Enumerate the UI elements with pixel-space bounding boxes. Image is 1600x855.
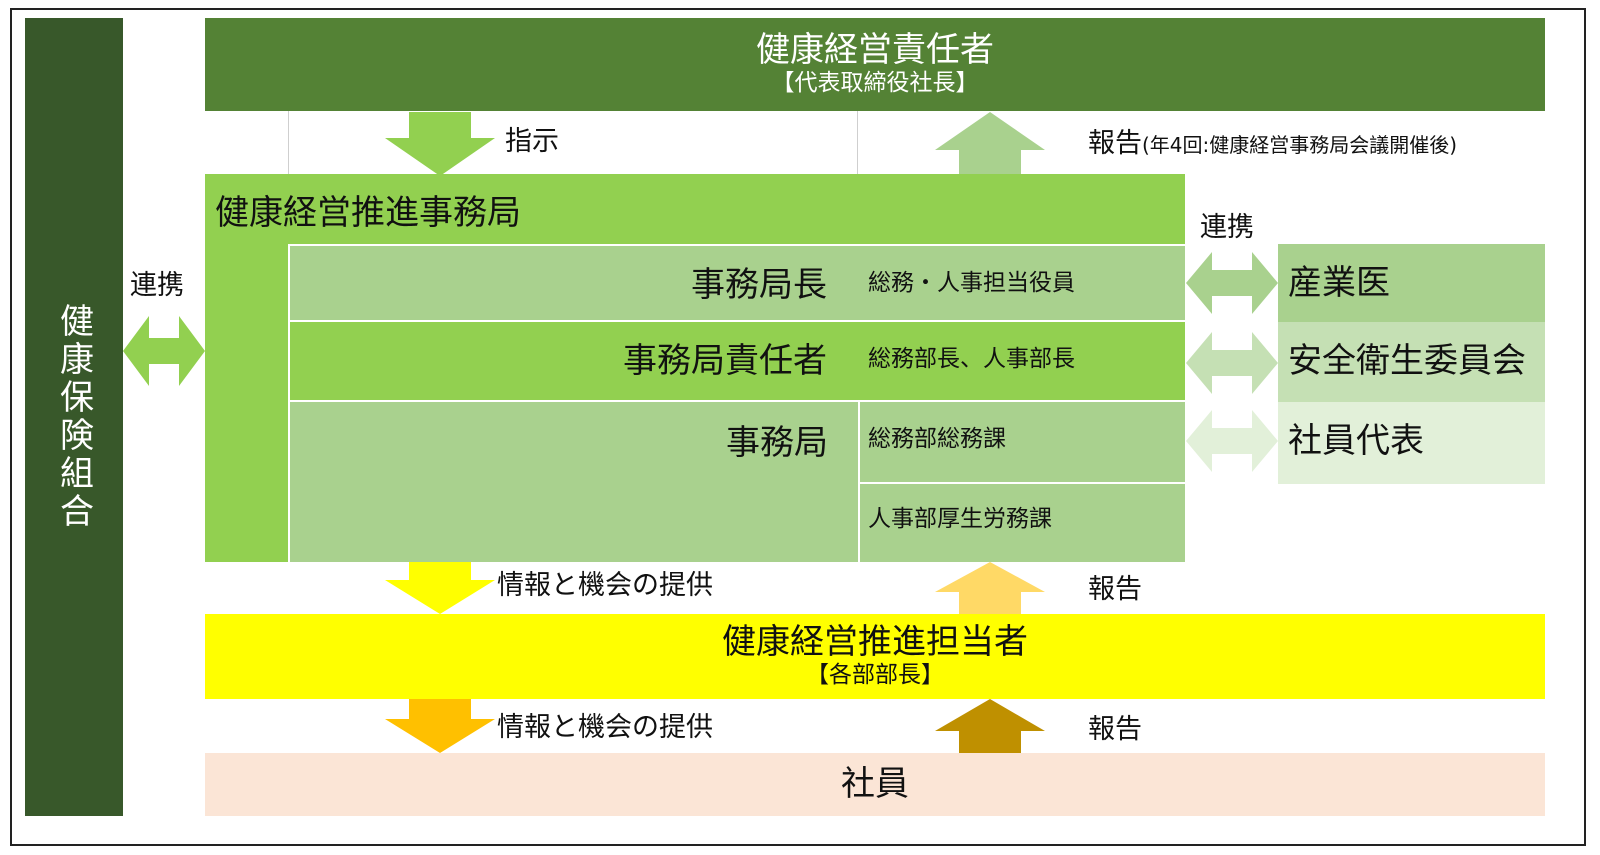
health-insurance-union-panel: 健康保険組合 xyxy=(25,18,123,816)
employee-box: 社員 xyxy=(205,753,1545,816)
link-arrow-employee-rep xyxy=(1186,410,1278,472)
office-row-director: 事務局長 総務・人事担当役員 xyxy=(288,244,1185,322)
report-mid-label: 報告 xyxy=(1088,574,1142,605)
health-insurance-union-label: 健康保険組合 xyxy=(53,303,94,531)
general-affairs-member: 総務部総務課 xyxy=(868,426,1006,452)
promoter-subtitle: 【各部部長】 xyxy=(806,662,944,689)
director-member: 総務・人事担当役員 xyxy=(868,270,1075,296)
office-row-general-affairs: 総務部総務課 xyxy=(858,402,1185,484)
office-row-welfare: 人事部厚生労務課 xyxy=(858,484,1185,562)
diagram-frame xyxy=(10,8,1586,846)
occupational-physician-label: 産業医 xyxy=(1288,263,1390,303)
provide-down-arrow-2 xyxy=(385,699,495,753)
instruct-down-arrow xyxy=(385,112,495,176)
employee-title: 社員 xyxy=(841,763,909,804)
health-management-officer-title: 健康経営責任者 xyxy=(756,30,994,71)
promoter-title: 健康経営推進担当者 xyxy=(722,622,1028,663)
link-arrow-safety-committee xyxy=(1186,332,1278,394)
staff-role: 事務局 xyxy=(726,423,828,463)
promotion-office-title: 健康経営推進事務局 xyxy=(215,193,521,233)
partner-safety-committee: 安全衛生委員会 xyxy=(1278,322,1545,402)
manager-member: 総務部長、人事部長 xyxy=(868,346,1075,372)
manager-role: 事務局責任者 xyxy=(623,341,827,381)
health-management-officer-subtitle: 【代表取締役社長】 xyxy=(771,70,979,97)
office-row-manager: 事務局責任者 総務部長、人事部長 xyxy=(288,322,1185,402)
provide-down-arrow-1 xyxy=(385,562,495,614)
report-up-arrow-mid xyxy=(935,562,1045,614)
welfare-member: 人事部厚生労務課 xyxy=(868,506,1052,532)
instruct-label: 指示 xyxy=(505,126,559,157)
partner-occupational-physician: 産業医 xyxy=(1278,244,1545,322)
left-link-label: 連携 xyxy=(130,270,184,301)
employee-representative-label: 社員代表 xyxy=(1288,421,1424,461)
provide-label-1: 情報と機会の提供 xyxy=(497,570,713,601)
office-row-staff: 事務局 xyxy=(288,402,858,562)
report-top-label: 報告 xyxy=(1088,128,1142,159)
safety-committee-label: 安全衛生委員会 xyxy=(1288,341,1526,381)
report-up-arrow-bottom xyxy=(935,699,1045,753)
report-up-arrow-top xyxy=(935,112,1045,176)
right-link-label: 連携 xyxy=(1200,212,1254,243)
provide-label-2: 情報と機会の提供 xyxy=(497,712,713,743)
promoter-box: 健康経営推進担当者 【各部部長】 xyxy=(205,614,1545,699)
left-link-double-arrow xyxy=(123,316,205,386)
report-bottom-label: 報告 xyxy=(1088,714,1142,745)
director-role: 事務局長 xyxy=(691,265,827,305)
guide-line-left xyxy=(288,111,289,176)
report-top-label-group: 報告(年4回:健康経営事務局会議開催後) xyxy=(1088,128,1457,160)
guide-line-middle xyxy=(857,111,858,176)
health-management-officer-box: 健康経営責任者 【代表取締役社長】 xyxy=(205,18,1545,111)
link-arrow-occupational-physician xyxy=(1186,252,1278,314)
partner-employee-representative: 社員代表 xyxy=(1278,402,1545,484)
report-top-note: (年4回:健康経営事務局会議開催後) xyxy=(1142,133,1458,157)
